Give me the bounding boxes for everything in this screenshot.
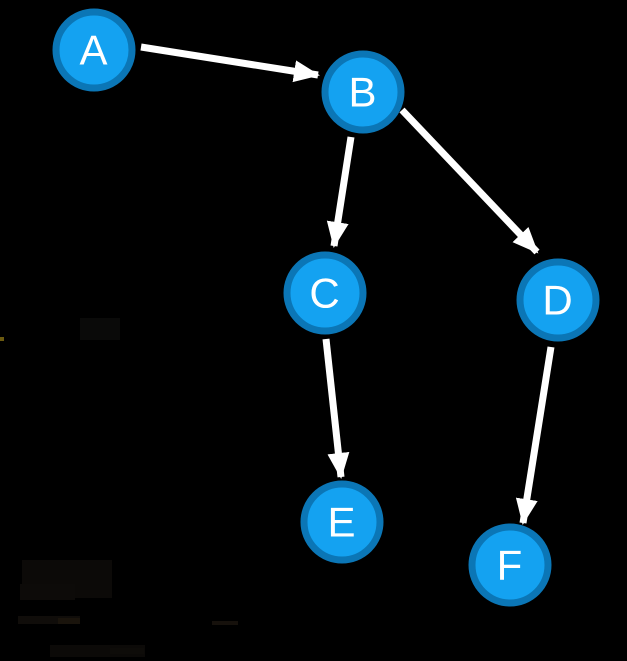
artifact-smudge bbox=[58, 618, 80, 624]
artifact-smudge bbox=[80, 318, 120, 340]
node-circle bbox=[321, 50, 405, 134]
edge-B-D bbox=[399, 107, 540, 255]
node-E[interactable]: E bbox=[300, 480, 384, 564]
node-D[interactable]: D bbox=[516, 258, 600, 342]
artifact-smudge bbox=[212, 621, 238, 625]
node-circle bbox=[300, 480, 384, 564]
edge-C-E bbox=[322, 338, 350, 479]
artifacts-layer bbox=[0, 318, 238, 657]
node-circle bbox=[468, 523, 552, 607]
edge-B-C bbox=[326, 136, 355, 248]
node-circle bbox=[52, 8, 136, 92]
node-circle bbox=[283, 251, 367, 335]
artifact-smudge bbox=[18, 616, 80, 624]
artifact-smudge bbox=[20, 584, 75, 600]
artifact-smudge bbox=[110, 648, 144, 654]
edge-D-F bbox=[515, 346, 555, 525]
node-A[interactable]: A bbox=[52, 8, 136, 92]
node-C[interactable]: C bbox=[283, 251, 367, 335]
node-circle bbox=[516, 258, 600, 342]
node-B[interactable]: B bbox=[321, 50, 405, 134]
node-F[interactable]: F bbox=[468, 523, 552, 607]
edge-A-B bbox=[140, 43, 320, 83]
nodes-layer: A B C D EF bbox=[52, 8, 600, 607]
artifact-smudge bbox=[0, 337, 4, 341]
edges-layer bbox=[140, 43, 555, 525]
